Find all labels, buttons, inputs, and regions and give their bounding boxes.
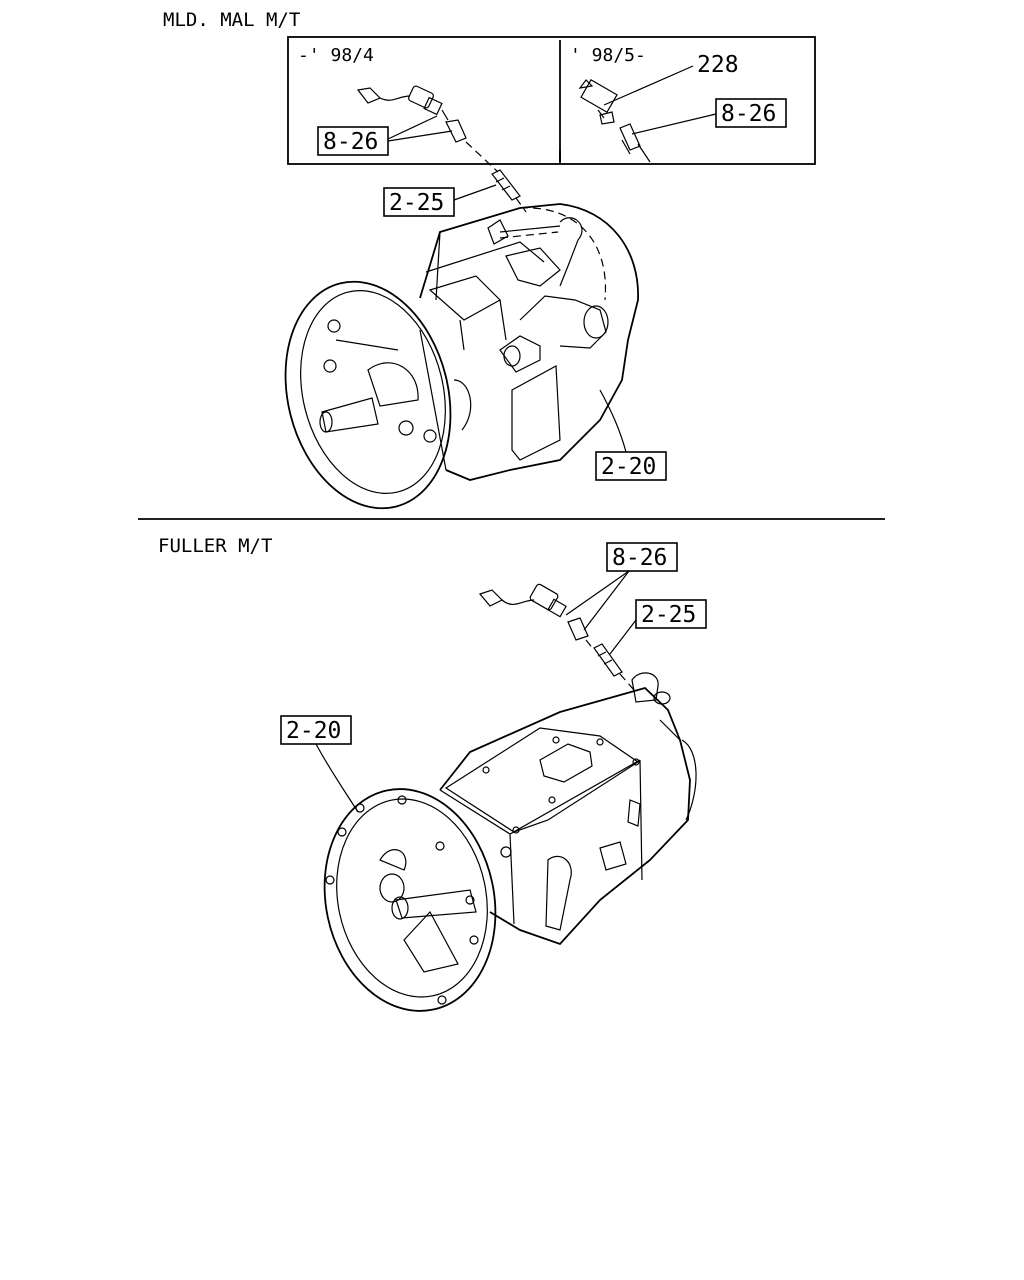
inset-left-date-label: -' 98/4 [298,45,374,66]
fuller-sensor-callout-box [606,542,678,572]
fuller-switch-drawing [593,643,635,691]
inset-right-date-label: ' 98/5- [570,45,646,66]
fuller-transmission-callout-text: 2-20 [286,718,341,744]
fuller-transmission-callout-box [280,715,352,745]
mld-transmission-callout-text: 2-20 [601,454,656,480]
mld-switch-callout-box [383,187,455,217]
fuller-sensor-callout-text: 8-26 [612,545,667,571]
inset-left-sensor-callout-text: 8-26 [323,129,378,155]
inset-right-sensor-drawing [619,123,651,163]
fuller-transmission-drawing [323,672,697,1012]
inset-right-part-number-228: 228 [697,52,739,78]
inset-right-sensor-callout-box [715,98,787,128]
fuller-switch-callout-box [635,599,707,629]
fuller-section-title: FULLER M/T [158,535,272,557]
fuller-sensor-drawing [478,583,595,651]
mld-section-title: MLD. MAL M/T [163,9,300,31]
inset-right-sensor-callout-text: 8-26 [721,101,776,127]
fuller-switch-callout-text: 2-25 [641,602,696,628]
mld-transmission-drawing [284,203,639,510]
inset-left-sensor-drawing [356,85,561,173]
inset-right-solenoid-drawing [578,79,618,125]
mld-switch-callout-text: 2-25 [389,190,444,216]
mld-switch-drawing [491,169,527,213]
mld-inset-box: -' 98/4 ' 98/5- 8-26 228 [287,36,816,173]
mld-transmission-callout-box [595,451,667,481]
